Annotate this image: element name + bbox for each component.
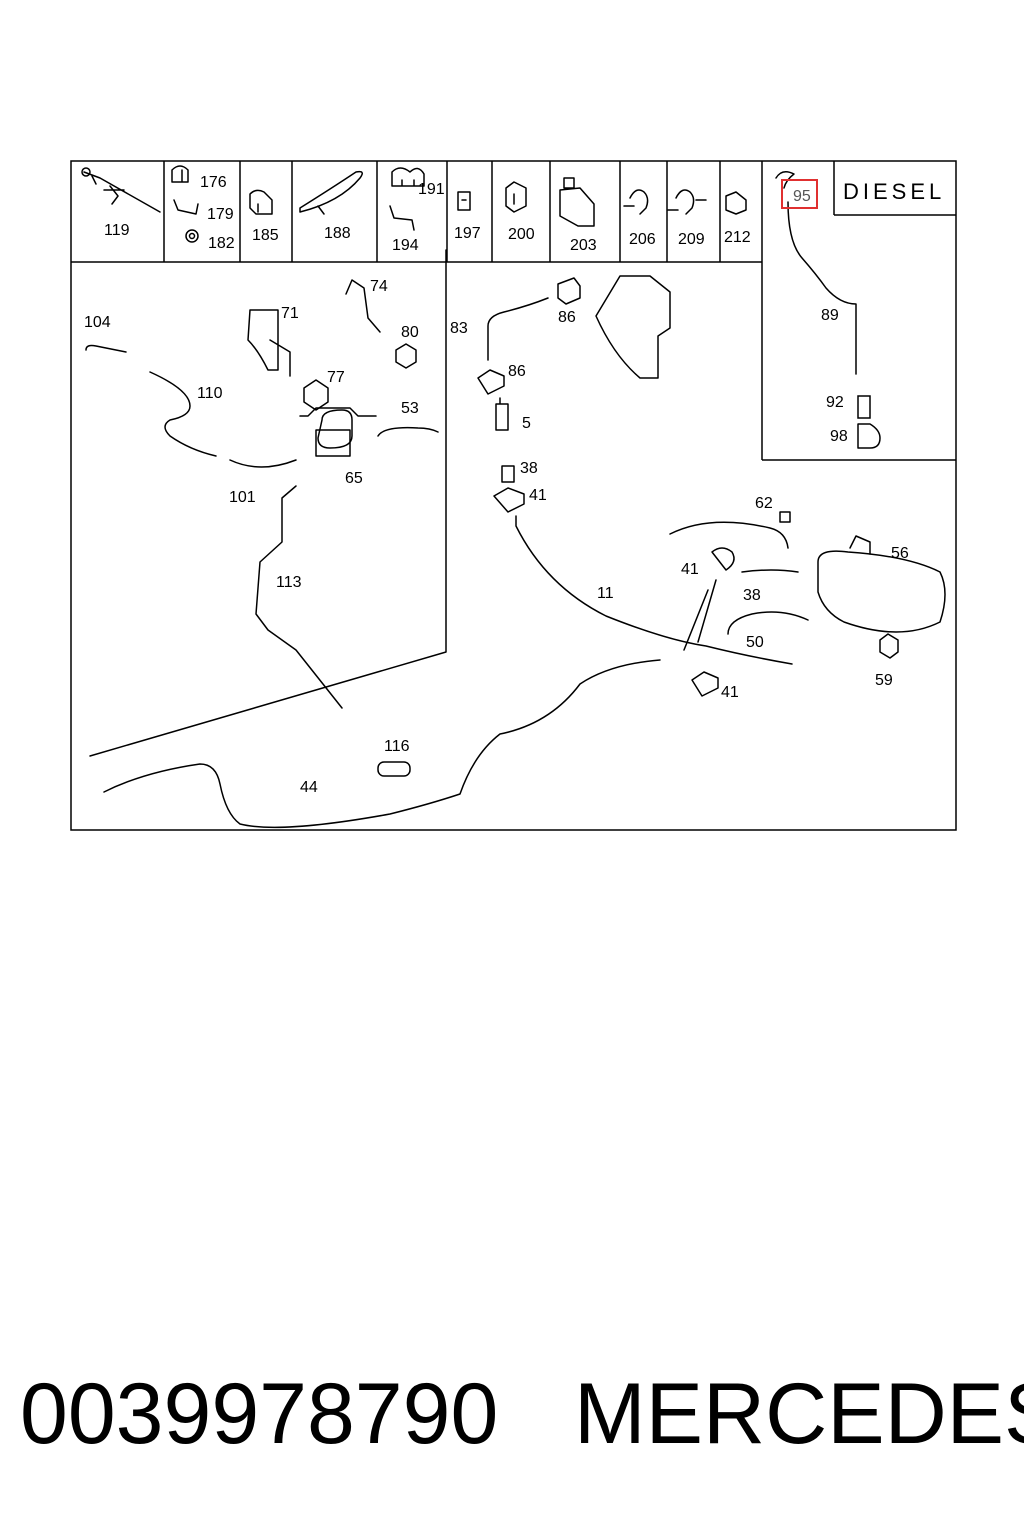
part-label: 5 (522, 415, 531, 432)
main-labels: 104 110 101 71 74 80 77 65 53 113 83 86 … (84, 278, 909, 796)
header-label: 212 (724, 229, 751, 246)
part-label: 65 (345, 470, 363, 487)
header-label: 185 (252, 227, 279, 244)
part-label: 59 (875, 672, 893, 689)
header-label: 176 (200, 174, 227, 191)
part-number: 0039978790 (20, 1366, 499, 1462)
parts-diagram: 119 176 179 182 185 188 191 194 197 200 … (70, 160, 957, 831)
part-label: 113 (276, 574, 302, 591)
header-label: 179 (207, 206, 234, 223)
inset-label-highlighted: 95 (793, 188, 811, 205)
header-parts-drawings (81, 165, 747, 243)
header-label: 197 (454, 225, 481, 242)
part-label: 86 (508, 363, 526, 380)
part-label: 11 (597, 585, 614, 602)
part-label: 50 (746, 634, 764, 651)
part-label: 44 (300, 779, 318, 796)
part-label: 56 (891, 545, 909, 562)
header-label: 194 (392, 237, 419, 254)
inset-label: 92 (826, 394, 844, 411)
part-label: 83 (450, 320, 468, 337)
part-label: 110 (197, 385, 223, 402)
header-label: 182 (208, 235, 235, 252)
highlight-box (781, 179, 818, 209)
part-label: 38 (743, 587, 761, 604)
part-label: 80 (401, 324, 419, 341)
header-label: 188 (324, 225, 351, 242)
part-label: 41 (721, 684, 739, 701)
inset-parts-drawings (775, 171, 881, 449)
part-label: 62 (755, 495, 773, 512)
part-label: 41 (681, 561, 699, 578)
header-label: 206 (629, 231, 656, 248)
caption: 0039978790 MERCEDES (0, 1365, 1024, 1475)
part-label: 41 (529, 487, 547, 504)
main-parts-drawings (85, 249, 946, 829)
part-label: 74 (370, 278, 388, 295)
part-label: 86 (558, 309, 576, 326)
diagram-frame (70, 160, 957, 831)
brand-name: MERCEDES (574, 1366, 1024, 1462)
header-labels: 119 176 179 182 185 188 191 194 197 200 … (104, 174, 751, 254)
part-label: 77 (327, 369, 345, 386)
header-label: 119 (104, 222, 130, 239)
part-label: 71 (281, 305, 299, 322)
inset-labels: DIESEL 95 89 92 98 (781, 179, 945, 445)
part-label: 101 (229, 489, 256, 506)
part-label: 116 (384, 738, 410, 755)
inset-label: 98 (830, 428, 848, 445)
header-label: 203 (570, 237, 597, 254)
inset-title: DIESEL (843, 179, 945, 204)
header-label: 200 (508, 226, 535, 243)
header-label: 209 (678, 231, 705, 248)
part-label: 38 (520, 460, 538, 477)
part-label: 53 (401, 400, 419, 417)
part-label: 104 (84, 314, 111, 331)
inset-label: 89 (821, 307, 839, 324)
header-label: 191 (418, 181, 445, 198)
